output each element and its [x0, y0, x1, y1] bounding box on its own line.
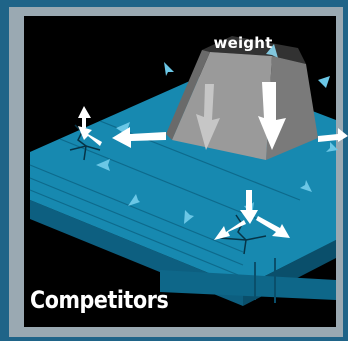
weight-label: weight: [204, 34, 282, 52]
caption: Competitors: [30, 286, 168, 314]
